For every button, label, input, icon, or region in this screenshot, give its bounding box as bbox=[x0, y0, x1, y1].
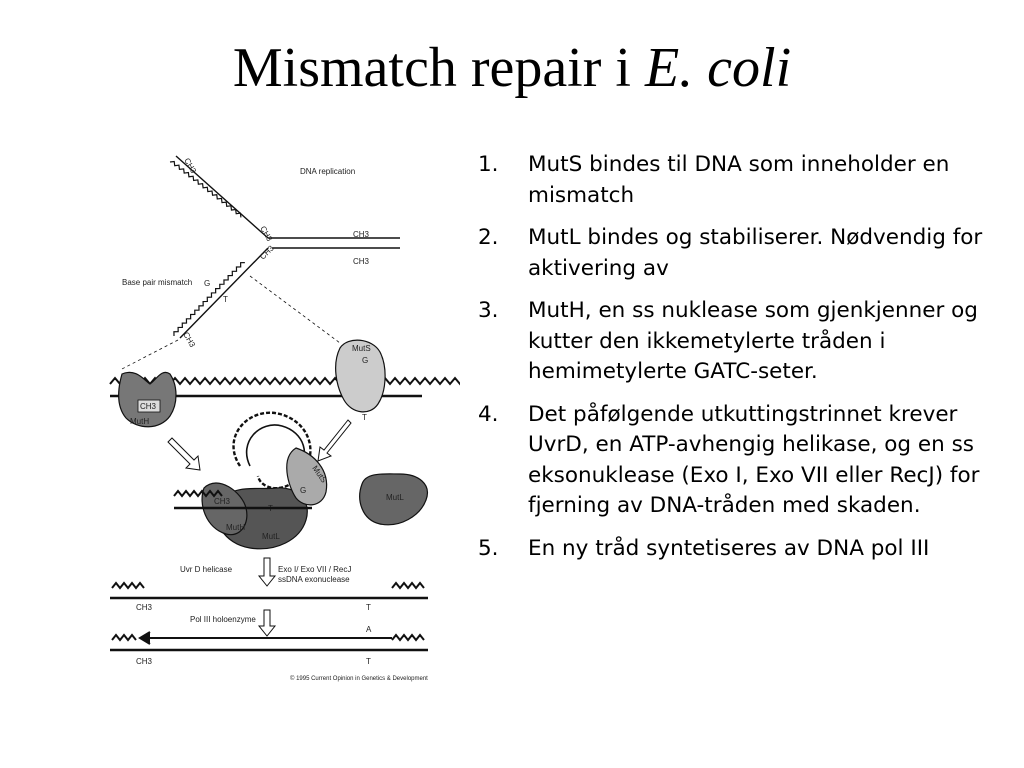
step-1-number: 1. bbox=[478, 152, 499, 177]
resynth-zigzag-left bbox=[111, 633, 137, 642]
step-5: 5. En ny tråd syntetiseres av DNA pol III bbox=[478, 534, 1008, 565]
muts-protein-shape bbox=[335, 339, 386, 413]
ch3-label-bottom: CH3 bbox=[181, 331, 197, 350]
g-label-complex: G bbox=[300, 486, 306, 495]
step-4-text: Det påfølgende utkuttingstrinnet krever … bbox=[528, 401, 980, 519]
t-label-muts: T bbox=[362, 413, 367, 422]
exo-label-line1: Exo I/ Exo VII / RecJ bbox=[278, 565, 351, 574]
step-4-number: 4. bbox=[478, 401, 499, 427]
mismatch-repair-diagram: DNA replication Base pair mismatch CH3 C… bbox=[109, 155, 460, 682]
muts-label-top: MutS bbox=[352, 344, 371, 353]
excised-dna bbox=[110, 581, 428, 600]
muth-ch3-box bbox=[137, 399, 161, 413]
copyright-label: © 1995 Current Opinion in Genetics & Dev… bbox=[290, 675, 428, 682]
steps-list: 1. MutS bindes til DNA som inneholder en … bbox=[478, 150, 1008, 576]
ch3-label-parent-bottom: CH3 bbox=[353, 257, 370, 266]
step-1-text: MutS bindes til DNA som inneholder en mi… bbox=[528, 152, 950, 208]
muth-label: MutH bbox=[130, 417, 149, 426]
pol3-label: Pol III holoenzyme bbox=[190, 615, 256, 624]
free-mutl-shape bbox=[359, 473, 428, 526]
dashed-guide-right bbox=[249, 275, 341, 344]
dashed-guide-left bbox=[119, 339, 179, 371]
title-main: Mismatch repair i bbox=[232, 37, 645, 99]
fork-upper-strand bbox=[175, 155, 269, 239]
repair-complex: MutS G T CH3 MutH MutL MutL bbox=[173, 411, 428, 550]
t-label-fork: T bbox=[223, 295, 228, 304]
g-label-fork: G bbox=[204, 279, 210, 288]
step-3: 3. MutH, en ss nuklease som gjenkjenner o… bbox=[478, 296, 1008, 388]
slide-title: Mismatch repair i E. coli bbox=[0, 40, 1024, 96]
ch3-label-muth: CH3 bbox=[140, 402, 157, 411]
exo-label-line2: ssDNA exonuclease bbox=[278, 575, 350, 584]
step-2: 2. MutL bindes og stabiliserer. Nødvendig… bbox=[478, 223, 1008, 284]
dna-replication-label: DNA replication bbox=[300, 167, 355, 176]
t-label-resynth: T bbox=[366, 657, 371, 666]
step-1: 1. MutS bindes til DNA som inneholder en … bbox=[478, 150, 1008, 211]
step-3-text: MutH, en ss nuklease som gjenkjenner og … bbox=[528, 298, 978, 384]
ch3-label-excised: CH3 bbox=[136, 603, 153, 612]
ch3-label-fork: CH3 bbox=[258, 225, 274, 244]
ch3-label-lower: CH3 bbox=[258, 243, 276, 261]
base-pair-mismatch-label: Base pair mismatch bbox=[122, 278, 192, 287]
step-5-text: En ny tråd syntetiseres av DNA pol III bbox=[528, 535, 930, 561]
excised-zigzag-left bbox=[111, 581, 145, 590]
replication-fork bbox=[119, 155, 400, 371]
resynthesized-dna bbox=[110, 631, 428, 652]
arrow-down-1 bbox=[257, 557, 277, 587]
t-label-excised: T bbox=[366, 603, 371, 612]
a-label-resynth: A bbox=[366, 625, 372, 634]
muts-complex-shape bbox=[286, 447, 328, 506]
ch3-label-resynth: CH3 bbox=[136, 657, 153, 666]
title-italic: E. coli bbox=[644, 37, 792, 99]
step-3-number: 3. bbox=[478, 298, 499, 323]
resynth-zigzag-right bbox=[391, 633, 425, 642]
fork-upper-zigzag-strand bbox=[169, 160, 242, 218]
arrow-down-2 bbox=[257, 609, 277, 637]
ch3-label-parent-top: CH3 bbox=[353, 230, 370, 239]
step-2-text: MutL bindes og stabiliserer. Nødvendig f… bbox=[528, 225, 983, 281]
fork-lower-zigzag-strand bbox=[173, 262, 245, 337]
looped-dna-zigzag bbox=[232, 411, 312, 490]
arrow-muth-to-loop bbox=[167, 437, 201, 471]
step-2-number: 2. bbox=[478, 225, 499, 250]
mismatch-repair-figure: DNA replication Base pair mismatch CH3 C… bbox=[100, 148, 460, 693]
muth-label-complex: MutH bbox=[226, 523, 245, 532]
step-4: 4. Det påfølgende utkuttingstrinnet kreve… bbox=[478, 400, 1008, 522]
mutl-label-free: MutL bbox=[386, 493, 404, 502]
mutl-label-complex: MutL bbox=[262, 532, 280, 541]
resynth-arrowhead bbox=[138, 631, 151, 645]
g-label-muts: G bbox=[362, 356, 368, 365]
step-5-number: 5. bbox=[478, 535, 499, 561]
ch3-label-complex: CH3 bbox=[214, 497, 231, 506]
fork-lower-strand bbox=[179, 247, 269, 339]
excised-zigzag-right bbox=[391, 581, 425, 590]
process-arrows bbox=[167, 419, 352, 637]
arrow-muts-to-loop bbox=[317, 419, 352, 462]
dna-left-zigzag bbox=[173, 489, 223, 498]
uvrd-label: Uvr D helicase bbox=[180, 565, 233, 574]
